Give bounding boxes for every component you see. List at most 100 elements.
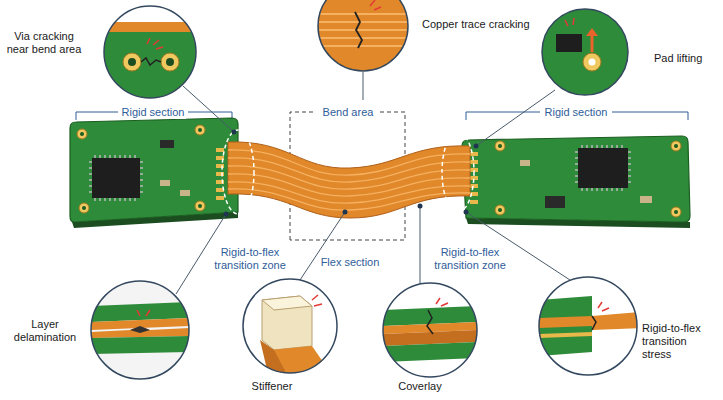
callout-delamination bbox=[90, 326, 190, 338]
rigid-board-left bbox=[180, 190, 190, 196]
rigid-board-left bbox=[70, 118, 238, 228]
leader-dot bbox=[224, 130, 479, 217]
section-label: Rigid-to-flex transition zone bbox=[210, 246, 290, 272]
rigid-board-right bbox=[495, 141, 505, 151]
section-label: Flex section bbox=[319, 256, 382, 269]
rigid-board-left bbox=[80, 132, 84, 136]
rigid-board-right bbox=[582, 188, 622, 191]
callout-stiffener bbox=[312, 295, 322, 306]
callout-trace-cracking bbox=[315, 0, 415, 80]
callout-delamination bbox=[91, 281, 189, 379]
rigid-board-left bbox=[95, 198, 135, 201]
callout-delamination bbox=[90, 280, 190, 380]
callout-pad-lifting bbox=[540, 8, 630, 98]
callout-trace-cracking bbox=[370, 0, 381, 10]
transition-ellipse bbox=[222, 130, 474, 214]
rigid-board-right bbox=[674, 144, 678, 148]
flex-cable bbox=[228, 166, 470, 189]
callout-pad-lifting bbox=[556, 34, 582, 52]
callout-label: Copper trace cracking bbox=[420, 18, 532, 31]
callout-label: Layer delamination bbox=[5, 318, 85, 344]
section-label: Rigid-to-flex transition zone bbox=[430, 246, 510, 272]
callout-via-cracking bbox=[147, 38, 163, 49]
leader-line bbox=[300, 212, 345, 280]
callout-delamination bbox=[90, 280, 190, 380]
flex-cable bbox=[228, 158, 470, 182]
rigid-board-right bbox=[575, 145, 631, 191]
rigid-board-left bbox=[195, 201, 205, 211]
callout-pad-lifting bbox=[542, 9, 628, 95]
callout-coverlay bbox=[383, 298, 477, 362]
callout-via-cracking bbox=[166, 58, 174, 66]
callout-delamination bbox=[130, 326, 150, 333]
flex-cable bbox=[228, 142, 470, 218]
rigid-board-left bbox=[89, 162, 92, 192]
callout-stiffener bbox=[260, 340, 290, 382]
callout-pad-lifting bbox=[589, 59, 596, 66]
callout-coverlay bbox=[383, 283, 477, 377]
callout-transition-stress bbox=[538, 316, 592, 328]
flex-cable bbox=[228, 189, 470, 210]
leader-dot bbox=[418, 204, 423, 209]
callout-coverlay bbox=[383, 283, 477, 377]
callout-transition-stress bbox=[598, 302, 609, 311]
rigid-board-right bbox=[545, 196, 565, 208]
rigid-board-right bbox=[674, 210, 678, 214]
leader-dot bbox=[224, 212, 229, 217]
callout-pad-lifting bbox=[586, 28, 598, 36]
rigid-board-left bbox=[216, 148, 224, 200]
callout-via-cracking bbox=[123, 53, 141, 71]
callout-delamination bbox=[137, 310, 150, 316]
rigid-board-left bbox=[95, 155, 135, 158]
callout-coverlay bbox=[383, 342, 477, 362]
rigid-board-left bbox=[140, 162, 143, 192]
rigid-board-right bbox=[498, 208, 502, 212]
rigid-board-right bbox=[582, 145, 622, 148]
callout-coverlay bbox=[383, 283, 477, 377]
flex-cable bbox=[228, 142, 470, 218]
callout-label: Pad lifting bbox=[652, 52, 704, 65]
callout-trace-cracking bbox=[318, 0, 408, 71]
callout-transition-stress bbox=[592, 316, 596, 330]
flex-cable bbox=[228, 182, 470, 203]
callout-via-cracking bbox=[100, 22, 210, 32]
rigid-board-left bbox=[160, 180, 170, 186]
leader-dot bbox=[343, 210, 348, 215]
rigid-board-right bbox=[495, 205, 505, 215]
callout-trace-cracking bbox=[355, 12, 362, 48]
callout-via-cracking bbox=[104, 6, 196, 98]
callout-pad-lifting bbox=[540, 8, 630, 98]
rigid-board-right bbox=[470, 200, 478, 204]
callout-transition-stress bbox=[538, 332, 592, 338]
rigid-board-left bbox=[198, 204, 202, 208]
rigid-board-left bbox=[89, 155, 143, 201]
callout-transition-stress bbox=[539, 277, 637, 375]
flex-cable bbox=[228, 150, 470, 210]
callout-via-cracking bbox=[161, 53, 179, 71]
callout-stiffener bbox=[262, 296, 312, 350]
callout-trace-cracking bbox=[315, 14, 415, 46]
rigid-board-right bbox=[671, 141, 681, 151]
rigid-board-right bbox=[520, 160, 530, 166]
rigid-board-right bbox=[470, 184, 478, 188]
transition-ellipse bbox=[222, 130, 254, 214]
rigid-board-left bbox=[198, 128, 202, 132]
callout-transition-stress bbox=[538, 296, 592, 356]
leader-line bbox=[183, 86, 234, 132]
rigid-board-left bbox=[80, 128, 202, 210]
callout-transition-stress bbox=[538, 277, 640, 375]
leader-line bbox=[176, 72, 570, 294]
rigid-board-left bbox=[77, 129, 87, 139]
rigid-board-left bbox=[77, 125, 205, 213]
callout-pad-lifting bbox=[565, 18, 574, 26]
callout-stiffener bbox=[262, 296, 312, 310]
rigid-board-left bbox=[79, 203, 89, 213]
leader-dot bbox=[232, 130, 237, 135]
rigid-board-left bbox=[216, 148, 224, 152]
rigid-board-right bbox=[462, 136, 690, 222]
callout-via-cracking bbox=[128, 58, 136, 66]
section-label: Rigid section bbox=[120, 106, 187, 119]
callout-trace-cracking bbox=[315, 0, 415, 80]
rigid-board-right bbox=[628, 152, 631, 182]
